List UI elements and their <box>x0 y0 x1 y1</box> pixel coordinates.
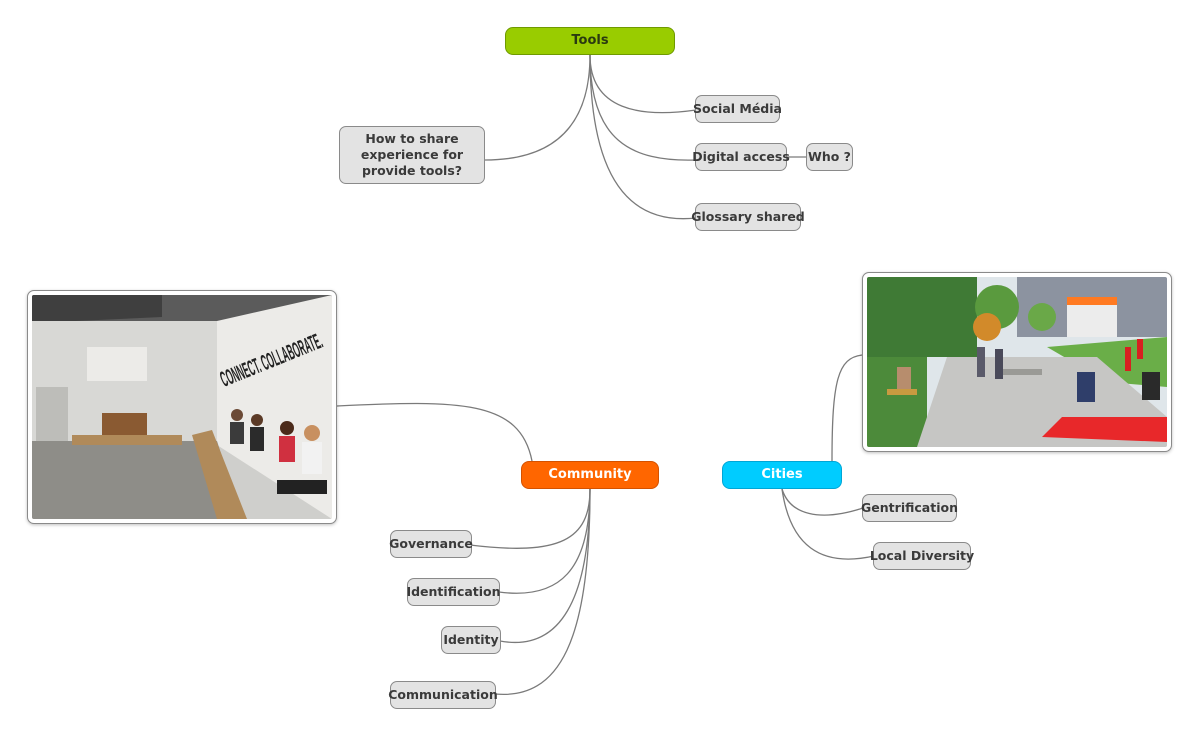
connector-tools-social-media <box>589 54 697 114</box>
connector-cities-gentrification <box>781 488 864 516</box>
connector-tools-how-to-share <box>484 54 591 161</box>
connector-community-identity <box>499 488 591 643</box>
subtopic-how-to-share[interactable]: How to share experience for provide tool… <box>339 126 485 184</box>
connector-tools-glossary <box>589 54 697 220</box>
connector-community-identification <box>498 488 591 594</box>
subtopic-social-media[interactable]: Social Média <box>693 95 782 123</box>
topic-tools[interactable]: Tools <box>505 27 675 55</box>
topic-community[interactable]: Community <box>521 461 659 489</box>
subtopic-local-diversity[interactable]: Local Diversity <box>870 542 974 570</box>
subtopic-digital-access[interactable]: Digital access <box>692 143 790 171</box>
connector-community-governance <box>469 488 591 549</box>
connector-tools-digital-access <box>589 54 697 161</box>
subtopic-identification[interactable]: Identification <box>406 578 501 606</box>
connector-community-photo <box>336 402 533 462</box>
subtopic-identity[interactable]: Identity <box>441 626 501 654</box>
community-photo[interactable]: CONNECT. COLLABORATE. <box>27 290 337 524</box>
subtopic-communication[interactable]: Communication <box>388 681 498 709</box>
topic-cities[interactable]: Cities <box>722 461 842 489</box>
cities-photo[interactable] <box>862 272 1172 452</box>
connector-community-communication <box>494 488 591 696</box>
subtopic-governance[interactable]: Governance <box>389 530 473 558</box>
subtopic-who[interactable]: Who ? <box>806 143 853 171</box>
subtopic-gentrification[interactable]: Gentrification <box>861 494 958 522</box>
connector-cities-local-diversity <box>781 488 875 560</box>
connector-cities-photo <box>831 354 863 462</box>
subtopic-glossary-shared[interactable]: Glossary shared <box>691 203 805 231</box>
city-park-image <box>867 277 1167 447</box>
coworking-space-image: CONNECT. COLLABORATE. <box>32 295 332 519</box>
